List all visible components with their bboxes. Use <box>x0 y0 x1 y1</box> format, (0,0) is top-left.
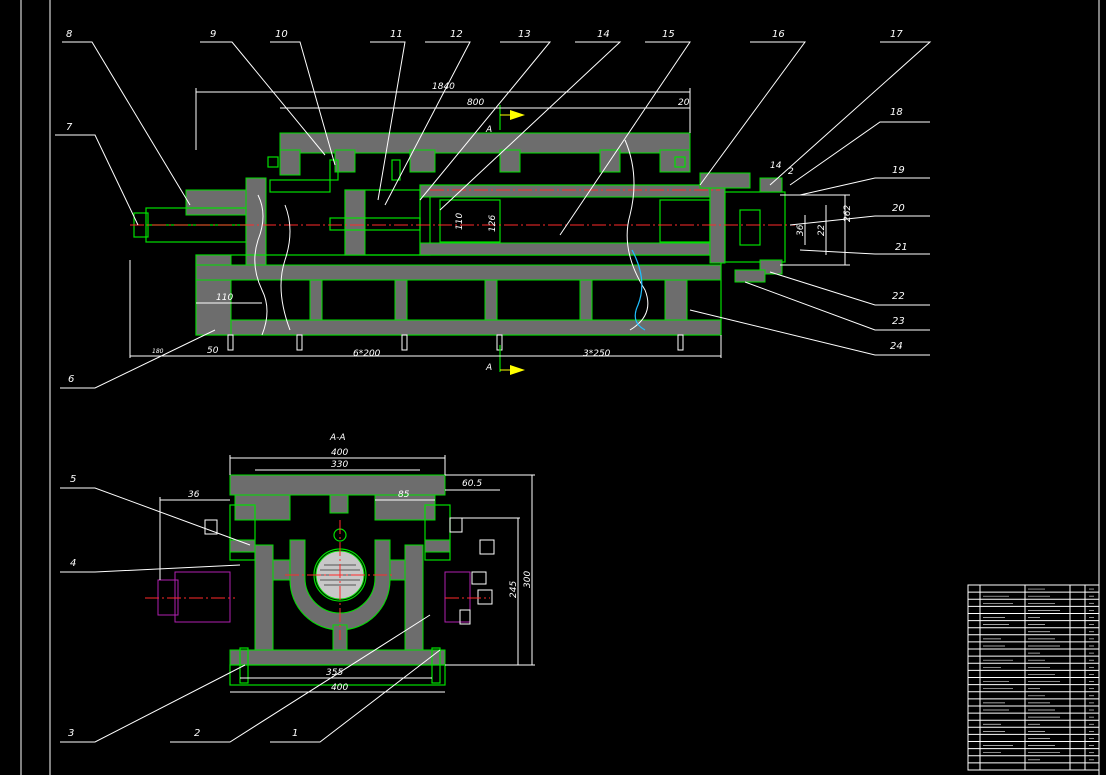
dim-400-top: 400 <box>331 448 348 458</box>
dim-180: 180 <box>152 348 164 355</box>
dim-110-inner: 110 <box>455 213 465 230</box>
dim-800: 800 <box>467 98 484 108</box>
callout-15: 15 <box>662 29 675 40</box>
dim-22: 22 <box>817 224 827 236</box>
dim-355: 355 <box>326 668 343 678</box>
dim-1840: 1840 <box>432 82 455 92</box>
callout-23: 23 <box>892 316 905 327</box>
dim-60-5: 60.5 <box>462 479 482 489</box>
callout-12: 12 <box>450 29 463 40</box>
dim-2: 2 <box>788 167 794 177</box>
callout-9: 9 <box>210 29 216 40</box>
callout-leaders <box>55 41 932 743</box>
dim-6x200: 6*200 <box>353 349 381 359</box>
callout-3: 3 <box>68 728 74 739</box>
callout-13: 13 <box>518 29 531 40</box>
parts-list-table <box>967 584 1100 771</box>
callout-2: 2 <box>194 728 200 739</box>
main-longitudinal-view: A A 1840 800 20 180 50 6*200 3*250 110 1… <box>129 82 853 375</box>
dim-400-bottom: 400 <box>331 683 348 693</box>
callout-7: 7 <box>66 122 73 133</box>
drawing-frame <box>20 0 1100 775</box>
callout-17: 17 <box>890 29 903 40</box>
dim-36: 36 <box>796 224 806 236</box>
callout-10: 10 <box>275 29 288 40</box>
dim-245: 245 <box>509 581 519 598</box>
callout-5: 5 <box>70 474 76 485</box>
section-marker-bottom: A <box>485 363 492 373</box>
callout-21: 21 <box>895 242 908 253</box>
callout-22: 22 <box>892 291 905 302</box>
dim-300: 300 <box>523 571 533 588</box>
dim-36-section: 36 <box>188 490 200 500</box>
callout-18: 18 <box>890 107 903 118</box>
section-marker-top: A <box>485 125 492 135</box>
dim-110-left: 110 <box>216 293 233 303</box>
callout-numbers: 1 2 3 4 5 6 7 8 9 10 11 12 13 14 15 16 1… <box>66 29 908 739</box>
callout-14: 14 <box>597 29 610 40</box>
callout-19: 19 <box>892 165 905 176</box>
section-view-a-a: A-A <box>145 433 535 693</box>
dim-14: 14 <box>770 161 782 171</box>
dim-126: 126 <box>488 215 498 232</box>
dim-3x250: 3*250 <box>583 349 611 359</box>
callout-6: 6 <box>68 374 74 385</box>
dim-262: 262 <box>843 205 853 222</box>
callout-20: 20 <box>892 203 905 214</box>
dim-85: 85 <box>398 490 410 500</box>
callout-8: 8 <box>66 29 72 40</box>
dim-50: 50 <box>207 346 219 356</box>
callout-16: 16 <box>772 29 785 40</box>
callout-4: 4 <box>70 558 76 569</box>
dim-330: 330 <box>331 460 348 470</box>
dim-20: 20 <box>678 98 690 108</box>
section-title: A-A <box>329 433 346 443</box>
callout-24: 24 <box>890 341 903 352</box>
callout-11: 11 <box>390 29 403 40</box>
callout-1: 1 <box>292 728 298 739</box>
